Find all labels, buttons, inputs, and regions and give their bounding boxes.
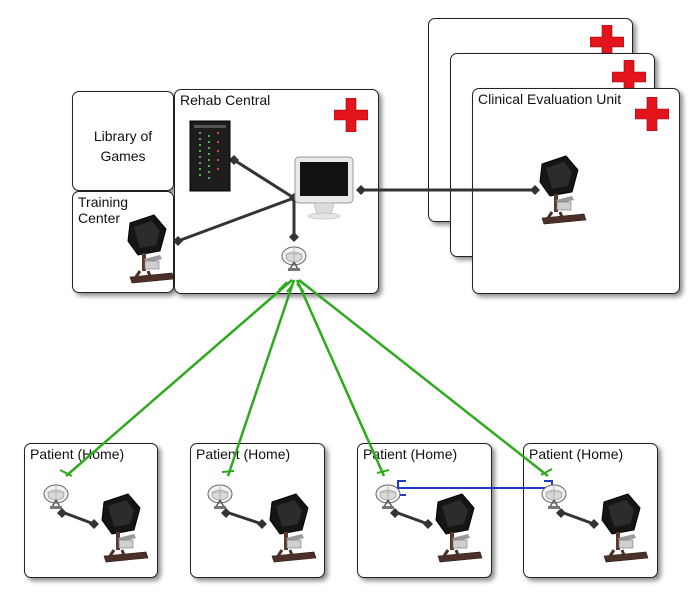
connector-diamond — [257, 519, 267, 529]
rehab-workstation-icon — [268, 492, 318, 564]
medical-cross-icon — [590, 25, 624, 59]
training-label-line2: Center — [78, 210, 121, 226]
clinical-evaluation-unit: Clinical Evaluation Unit — [472, 88, 680, 294]
connector-diamond — [390, 508, 400, 518]
connector-diamond — [173, 236, 183, 246]
rehab-workstation-icon — [600, 492, 650, 564]
patient-label: Patient (Home) — [529, 446, 624, 462]
satellite-dish-icon — [375, 484, 401, 510]
clinical-evaluation-unit-label: Clinical Evaluation Unit — [478, 91, 622, 107]
library-label-line2: Games — [100, 148, 146, 164]
rehab-central-label: Rehab Central — [180, 92, 271, 108]
peer-link — [397, 480, 553, 496]
library-label-line1: Library of — [93, 128, 153, 144]
connector-diamond — [356, 185, 366, 195]
wired-link — [61, 510, 95, 526]
medical-cross-icon — [635, 97, 669, 131]
rehab-workstation-icon — [538, 154, 588, 226]
connector-diamond — [289, 232, 299, 242]
patient-label: Patient (Home) — [363, 446, 458, 462]
medical-cross-icon — [334, 98, 368, 132]
wired-link — [394, 510, 429, 526]
connector-diamond — [57, 508, 67, 518]
connector-diamond — [589, 519, 599, 529]
connector-diamond — [556, 508, 566, 518]
patient-label: Patient (Home) — [30, 446, 125, 462]
wired-link — [225, 510, 263, 526]
connector-diamond — [530, 185, 540, 195]
rehab-workstation-icon — [126, 213, 176, 285]
satellite-dish-icon — [281, 246, 307, 272]
satellite-dish-icon — [207, 484, 233, 510]
satellite-dish-icon — [541, 484, 567, 510]
library-of-games: Library of Games — [72, 91, 174, 191]
wireless-link-ticks — [59, 281, 553, 477]
training-label-line1: Training — [78, 194, 129, 210]
desktop-computer-icon — [294, 156, 354, 220]
patient-label: Patient (Home) — [196, 446, 291, 462]
satellite-dish-icon — [43, 484, 69, 510]
medical-cross-icon — [612, 60, 646, 94]
connector-diamond — [89, 519, 99, 529]
rehab-workstation-icon — [100, 492, 150, 564]
server-tower-icon — [189, 120, 231, 192]
wireless-links — [65, 279, 549, 477]
rehab-workstation-icon — [434, 492, 484, 564]
connector-diamond — [221, 508, 231, 518]
wired-link — [560, 510, 595, 526]
wired-links — [177, 158, 535, 243]
connector-diamond — [423, 519, 433, 529]
training-center-label: Training Center — [78, 194, 128, 226]
